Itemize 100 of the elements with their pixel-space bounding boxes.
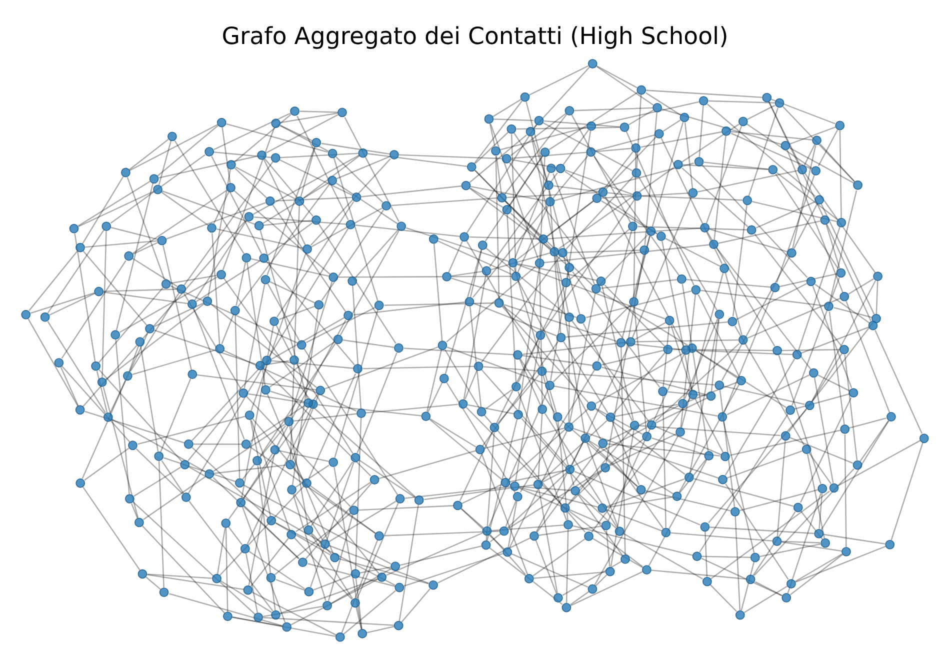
- node-circle: [640, 245, 650, 255]
- connector: [437, 537, 530, 584]
- node-circle: [180, 460, 190, 470]
- node-circle: [350, 569, 360, 579]
- connector: [800, 397, 852, 503]
- node-circle: [829, 483, 839, 493]
- connector: [263, 158, 306, 246]
- node-circle: [540, 148, 550, 157]
- node-circle: [588, 584, 598, 594]
- connector: [250, 420, 290, 530]
- node-circle: [204, 147, 214, 156]
- node-circle: [352, 192, 362, 202]
- connector: [754, 234, 842, 346]
- node-circle: [259, 254, 269, 263]
- connector: [682, 284, 709, 452]
- node-circle: [565, 464, 575, 474]
- node-circle: [706, 391, 716, 401]
- connector: [267, 284, 300, 341]
- connector: [572, 271, 660, 388]
- node-circle: [475, 444, 485, 454]
- connector: [507, 472, 568, 528]
- node-circle: [808, 368, 818, 378]
- connector: [578, 494, 616, 529]
- connector: [511, 553, 588, 588]
- connector: [267, 222, 312, 256]
- node-circle: [742, 196, 752, 206]
- connector: [272, 204, 346, 312]
- connector: [622, 532, 704, 580]
- node-circle: [328, 148, 338, 158]
- connector: [158, 156, 258, 178]
- node-circle: [252, 456, 262, 466]
- connector: [722, 422, 755, 553]
- node-circle: [746, 574, 756, 584]
- connector: [480, 256, 560, 363]
- node-circle: [254, 221, 264, 230]
- node-circle: [676, 427, 685, 437]
- node-circle: [439, 374, 449, 384]
- connector: [74, 233, 96, 362]
- node-circle: [511, 382, 521, 392]
- connector: [730, 430, 841, 456]
- node-circle: [720, 452, 730, 462]
- node-circle: [564, 312, 574, 322]
- node-circle: [562, 602, 572, 612]
- connector: [112, 418, 206, 472]
- connector: [246, 262, 266, 386]
- node-circle: [620, 554, 630, 564]
- node-circle: [605, 566, 615, 576]
- node-circle: [632, 191, 642, 201]
- node-circle: [818, 484, 828, 494]
- node-circle: [538, 234, 548, 244]
- connector: [214, 112, 291, 150]
- connector: [446, 346, 546, 384]
- node-circle: [534, 258, 544, 268]
- connector: [638, 176, 718, 311]
- node-circle: [700, 223, 710, 232]
- node-circle: [580, 434, 590, 443]
- connector: [730, 132, 812, 170]
- node-circle: [588, 59, 598, 68]
- connector: [814, 284, 870, 324]
- node-circle: [630, 420, 640, 430]
- node-circle: [394, 343, 404, 353]
- node-circle: [212, 574, 222, 584]
- node-circle: [596, 276, 606, 286]
- node-circle: [482, 266, 492, 276]
- node-circle: [500, 478, 510, 488]
- connector: [768, 101, 801, 166]
- connector: [655, 397, 708, 424]
- connector: [469, 134, 528, 184]
- connector: [725, 484, 789, 580]
- connector: [791, 277, 840, 406]
- node-circle: [631, 143, 641, 153]
- connector: [312, 406, 416, 498]
- node-circle: [560, 503, 570, 513]
- node-circle: [389, 150, 399, 160]
- node-circle: [502, 204, 512, 214]
- node-circle: [786, 248, 796, 258]
- connector: [600, 290, 688, 346]
- connector: [786, 150, 844, 293]
- node-circle: [700, 522, 710, 532]
- node-circle: [584, 532, 594, 541]
- node-circle: [304, 586, 314, 596]
- connector: [279, 159, 352, 196]
- node-circle: [221, 518, 231, 528]
- connector: [787, 493, 822, 594]
- node-circle: [728, 316, 738, 326]
- node-circle: [606, 412, 616, 422]
- node-circle: [226, 160, 236, 170]
- node-circle: [553, 593, 563, 603]
- node-circle: [694, 157, 704, 166]
- connector: [604, 196, 684, 346]
- node-circle: [642, 565, 652, 574]
- connector: [338, 558, 428, 584]
- node-circle: [762, 92, 772, 102]
- node-circle: [184, 439, 194, 449]
- node-circle: [428, 580, 438, 590]
- connector: [294, 494, 324, 540]
- connector: [684, 318, 718, 400]
- node-circle: [223, 612, 232, 622]
- node-circle: [287, 485, 296, 494]
- connector: [303, 348, 398, 496]
